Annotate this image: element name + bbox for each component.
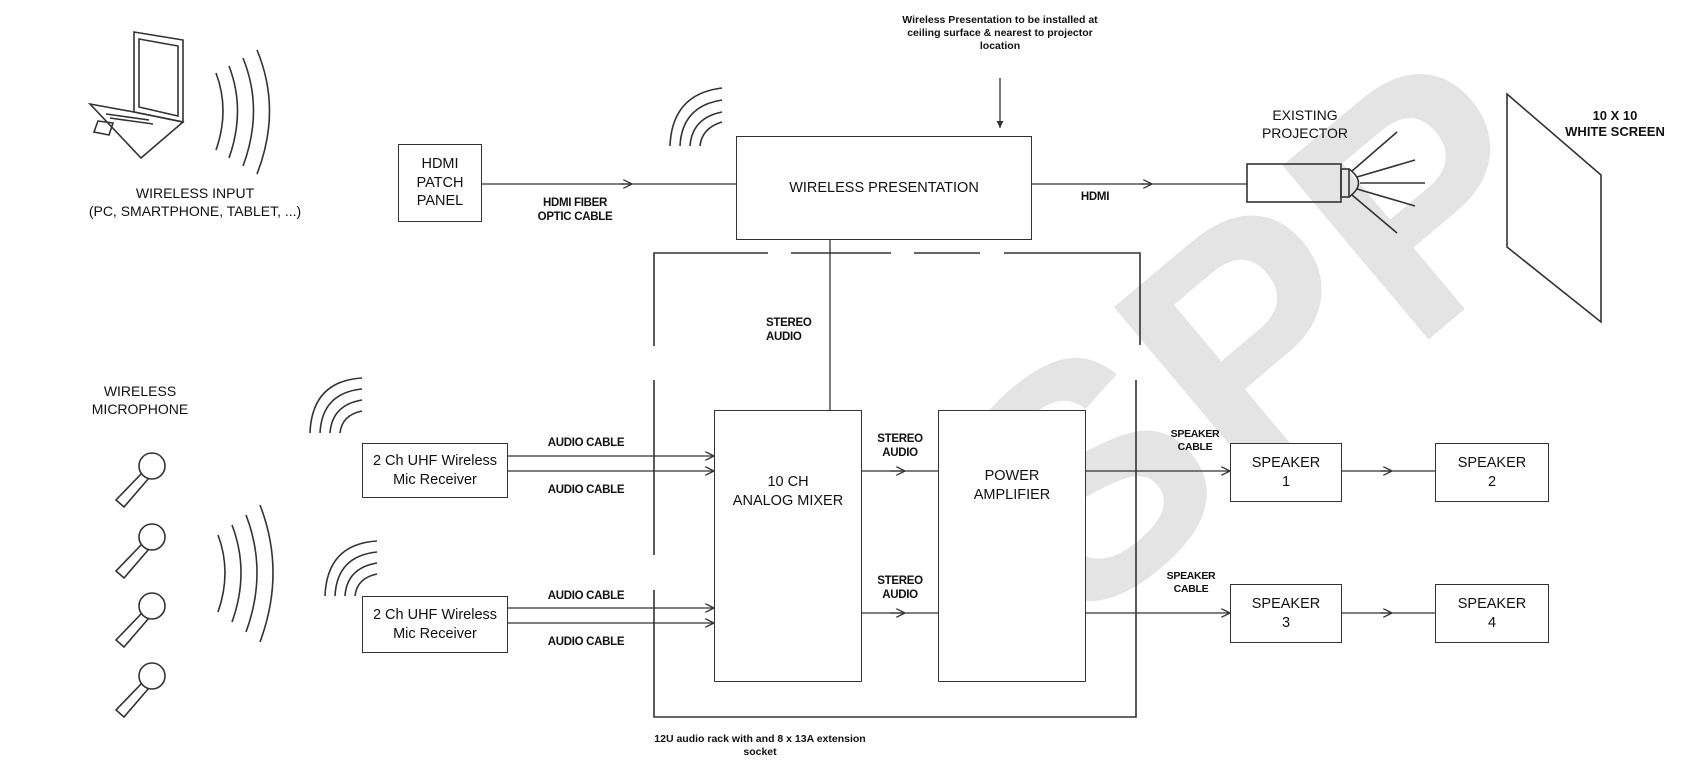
projector-line1: EXISTING bbox=[1240, 107, 1370, 125]
install-note-line3: location bbox=[860, 40, 1140, 53]
wireless-signal-icon bbox=[216, 50, 270, 174]
analog-mixer-box: 10 CH ANALOG MIXER bbox=[714, 410, 862, 682]
speaker-cable-1-line2: CABLE bbox=[1160, 441, 1230, 454]
wireless-input-devices: (PC, SMARTPHONE, TABLET, ...) bbox=[40, 203, 350, 221]
audio-cable-label-4: AUDIO CABLE bbox=[536, 635, 636, 649]
speaker-cable-1-line1: SPEAKER bbox=[1160, 428, 1230, 441]
screen-label: 10 X 10 WHITE SCREEN bbox=[1550, 108, 1680, 141]
wireless-input-label: WIRELESS INPUT (PC, SMARTPHONE, TABLET, … bbox=[40, 185, 350, 220]
hdmi-patch-line2: PATCH bbox=[417, 174, 464, 193]
speaker-cable-label-2: SPEAKER CABLE bbox=[1156, 570, 1226, 596]
mic-receiver-1: 2 Ch UHF Wireless Mic Receiver bbox=[362, 443, 508, 498]
audio-cable-label-2: AUDIO CABLE bbox=[536, 483, 636, 497]
speaker-1-line1: SPEAKER bbox=[1252, 454, 1321, 473]
stereo-audio-top-line2: AUDIO bbox=[766, 330, 826, 344]
audio-cable-label-3: AUDIO CABLE bbox=[536, 589, 636, 603]
hdmi-patch-line1: HDMI bbox=[417, 155, 464, 174]
speaker-4-line2: 4 bbox=[1458, 614, 1527, 633]
stereo-audio-label-1: STEREO AUDIO bbox=[865, 432, 935, 461]
stereo-audio-label-2: STEREO AUDIO bbox=[865, 574, 935, 603]
speaker-1-box: SPEAKER 1 bbox=[1230, 443, 1342, 502]
hdmi-fiber-cable-label: HDMI FIBER OPTIC CABLE bbox=[525, 196, 625, 225]
hdmi-fiber-line2: OPTIC CABLE bbox=[525, 210, 625, 224]
speaker-3-box: SPEAKER 3 bbox=[1230, 584, 1342, 643]
receiver1-line1: 2 Ch UHF Wireless bbox=[373, 452, 497, 471]
projector-line2: PROJECTOR bbox=[1240, 125, 1370, 143]
mixer-line1: 10 CH bbox=[733, 473, 843, 492]
mixer-line2: ANALOG MIXER bbox=[733, 492, 843, 511]
hdmi-fiber-line1: HDMI FIBER bbox=[525, 196, 625, 210]
receiver2-line1: 2 Ch UHF Wireless bbox=[373, 606, 497, 625]
speaker-cable-2-line1: SPEAKER bbox=[1156, 570, 1226, 583]
amp-line2: AMPLIFIER bbox=[974, 486, 1051, 505]
stereo-audio-1-line2: AUDIO bbox=[865, 446, 935, 460]
wireless-signal-icon bbox=[218, 505, 273, 642]
rack-note-line1: 12U audio rack with and 8 x 13A extensio… bbox=[600, 733, 920, 746]
speaker-2-line1: SPEAKER bbox=[1458, 454, 1527, 473]
screen-line2: WHITE SCREEN bbox=[1550, 124, 1680, 140]
install-note: Wireless Presentation to be installed at… bbox=[860, 14, 1140, 53]
microphone-icon bbox=[116, 593, 165, 647]
microphone-icon bbox=[116, 524, 165, 578]
stereo-audio-top-line1: STEREO bbox=[766, 316, 826, 330]
speaker-1-line2: 1 bbox=[1252, 473, 1321, 492]
hdmi-patch-line3: PANEL bbox=[417, 192, 464, 211]
receiver1-line2: Mic Receiver bbox=[373, 471, 497, 490]
hdmi-cable-label: HDMI bbox=[1070, 190, 1120, 204]
speaker-3-line1: SPEAKER bbox=[1252, 595, 1321, 614]
wireless-presentation-label: WIRELESS PRESENTATION bbox=[789, 179, 979, 198]
wireless-signal-icon bbox=[670, 88, 722, 146]
stereo-audio-2-line2: AUDIO bbox=[865, 588, 935, 602]
wireless-signal-icon bbox=[310, 378, 362, 433]
rack-note: 12U audio rack with and 8 x 13A extensio… bbox=[600, 733, 920, 759]
wireless-signal-icon bbox=[325, 541, 377, 596]
rack-note-line2: socket bbox=[600, 746, 920, 759]
wireless-microphone-label: WIRELESS MICROPHONE bbox=[80, 383, 200, 418]
stereo-audio-top-label: STEREO AUDIO bbox=[766, 316, 826, 345]
speaker-4-line1: SPEAKER bbox=[1458, 595, 1527, 614]
mic-receiver-2: 2 Ch UHF Wireless Mic Receiver bbox=[362, 596, 508, 653]
microphone-icon bbox=[116, 453, 165, 507]
stereo-audio-1-line1: STEREO bbox=[865, 432, 935, 446]
amp-line1: POWER bbox=[974, 467, 1051, 486]
stereo-audio-2-line1: STEREO bbox=[865, 574, 935, 588]
speaker-4-box: SPEAKER 4 bbox=[1435, 584, 1549, 643]
speaker-2-line2: 2 bbox=[1458, 473, 1527, 492]
projector-label: EXISTING PROJECTOR bbox=[1240, 107, 1370, 142]
microphone-icon bbox=[116, 663, 165, 717]
power-amplifier-box: POWER AMPLIFIER bbox=[938, 410, 1086, 682]
laptop-icon bbox=[90, 32, 183, 158]
install-note-line1: Wireless Presentation to be installed at bbox=[860, 14, 1140, 27]
screen-line1: 10 X 10 bbox=[1550, 108, 1680, 124]
receiver2-line2: Mic Receiver bbox=[373, 625, 497, 644]
wireless-presentation-box: WIRELESS PRESENTATION bbox=[736, 136, 1032, 240]
speaker-2-box: SPEAKER 2 bbox=[1435, 443, 1549, 502]
wireless-input-title: WIRELESS INPUT bbox=[40, 185, 350, 203]
install-note-line2: ceiling surface & nearest to projector bbox=[860, 27, 1140, 40]
speaker-cable-2-line2: CABLE bbox=[1156, 583, 1226, 596]
audio-cable-label-1: AUDIO CABLE bbox=[536, 436, 636, 450]
speaker-3-line2: 3 bbox=[1252, 614, 1321, 633]
wireless-microphone-line1: WIRELESS bbox=[80, 383, 200, 401]
hdmi-cable-text: HDMI bbox=[1081, 191, 1109, 203]
speaker-cable-label-1: SPEAKER CABLE bbox=[1160, 428, 1230, 454]
wireless-microphone-line2: MICROPHONE bbox=[80, 401, 200, 419]
hdmi-patch-panel: HDMI PATCH PANEL bbox=[398, 144, 482, 222]
